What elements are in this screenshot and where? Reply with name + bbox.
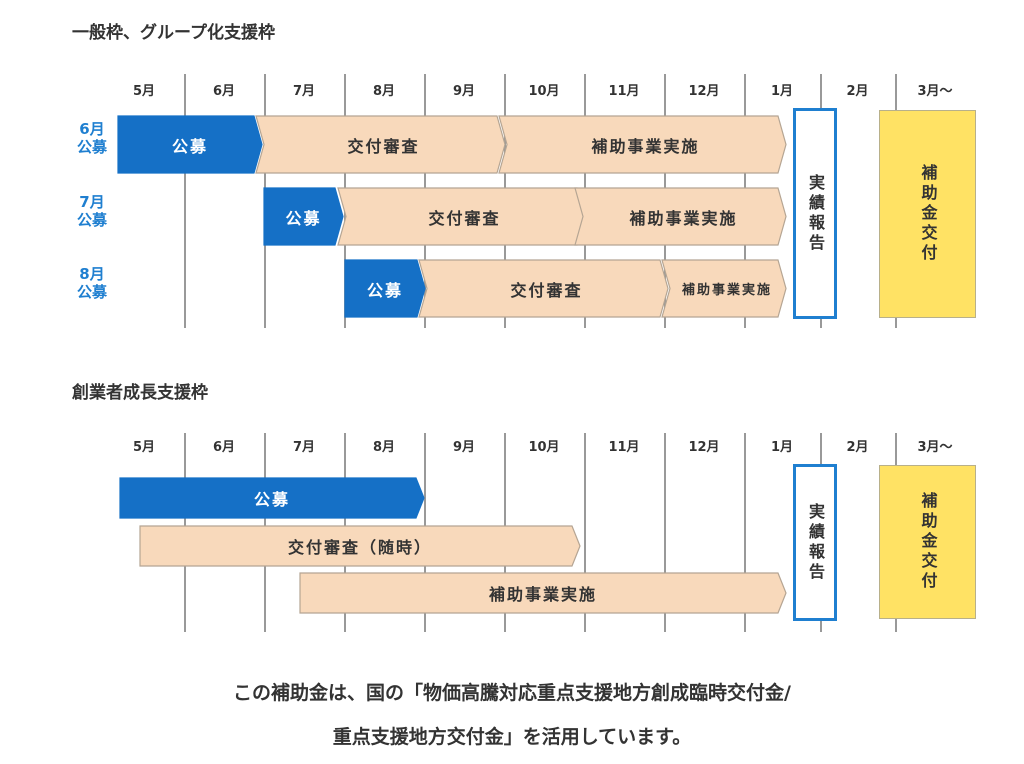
month-label: 12月 (688, 84, 720, 99)
grid-line (184, 74, 186, 328)
row-label: 6月公募 (70, 120, 114, 156)
row-label: 8月公募 (70, 265, 114, 301)
month-label: 6月 (212, 84, 236, 99)
month-label: 10月 (528, 84, 560, 99)
month-label: 3月～ (917, 84, 953, 99)
month-label: 1月 (770, 84, 794, 99)
grant-label: 補助金交付 (918, 164, 938, 264)
month-label: 10月 (528, 440, 560, 455)
grid-line (744, 433, 746, 632)
row-label: 7月公募 (70, 193, 114, 229)
bar-label: 補助事業実施 (629, 208, 738, 228)
bar-arrow-shape (498, 115, 787, 174)
timeline-bar: 補助事業実施 (661, 259, 787, 318)
timeline-bar: 公募 (344, 259, 426, 318)
bar-label: 補助事業実施 (488, 585, 597, 604)
timeline-bar: 補助事業実施 (498, 115, 787, 174)
report-label: 実績報告 (806, 502, 825, 583)
month-label: 1月 (770, 440, 794, 455)
month-label: 5月 (132, 84, 156, 99)
timeline-bar: 公募 (263, 187, 344, 246)
bar-arrow-shape (117, 115, 263, 174)
bar-label: 公募 (253, 490, 290, 509)
timeline-bar: 交付審査（随時） (139, 525, 581, 567)
footer-line-2: 重点支援地方交付金」を活用しています。 (332, 726, 692, 748)
section2-title: 創業者成長支援枠 (72, 383, 208, 403)
bar-label: 公募 (171, 136, 208, 156)
timeline-bar: 公募 (119, 477, 425, 519)
bar-arrow-shape (344, 259, 426, 318)
footer-line-1: この補助金は、国の「物価高騰対応重点支援地方創成臨時交付金/ (233, 682, 791, 704)
bar-label: 補助事業実施 (591, 136, 700, 156)
row-label-kind: 公募 (76, 211, 107, 229)
bar-label: 公募 (285, 208, 322, 228)
month-label: 6月 (212, 440, 236, 455)
timeline-bar: 交付審査 (337, 187, 586, 246)
timeline-bar: 交付審査 (418, 259, 669, 318)
month-label: 8月 (372, 84, 396, 99)
timeline-bar: 公募 (117, 115, 263, 174)
month-label: 11月 (608, 84, 640, 99)
month-label: 9月 (452, 440, 476, 455)
grant-box-section1: 補助金交付 (879, 110, 976, 318)
timeline-bar: 補助事業実施 (574, 187, 787, 246)
row-label-kind: 公募 (76, 283, 107, 301)
month-label: 9月 (452, 84, 476, 99)
report-label: 実績報告 (806, 173, 825, 254)
month-label: 7月 (292, 84, 316, 99)
grid-line (584, 433, 586, 632)
month-label: 8月 (372, 440, 396, 455)
month-label: 5月 (132, 440, 156, 455)
bar-label: 交付審査 (428, 208, 501, 228)
timeline-bar: 補助事業実施 (299, 572, 787, 614)
bar-arrow-shape (119, 477, 425, 519)
month-label: 2月 (846, 84, 869, 99)
month-label: 3月～ (917, 440, 953, 455)
row-label-month: 8月 (79, 265, 105, 283)
bar-arrow-shape (139, 525, 581, 567)
bar-label: 補助事業実施 (681, 283, 772, 298)
row-label-kind: 公募 (76, 138, 107, 156)
report-box-section1: 実績報告 (793, 108, 837, 319)
report-box-section2: 実績報告 (793, 464, 837, 621)
month-label: 2月 (846, 440, 869, 455)
bar-arrow-shape (299, 572, 787, 614)
grid-line (664, 433, 666, 632)
bar-label: 公募 (366, 280, 403, 300)
row-label-month: 6月 (79, 120, 105, 138)
month-label: 11月 (608, 440, 640, 455)
section1-title: 一般枠、グループ化支援枠 (72, 23, 275, 43)
month-label: 7月 (292, 440, 316, 455)
bar-arrow-shape (418, 259, 669, 318)
bar-label: 交付審査 (347, 136, 420, 156)
bar-arrow-shape (661, 259, 787, 318)
grant-label: 補助金交付 (918, 492, 938, 592)
month-label: 12月 (688, 440, 720, 455)
grant-box-section2: 補助金交付 (879, 465, 976, 619)
bar-label: 交付審査（随時） (287, 538, 432, 557)
bar-arrow-shape (574, 187, 787, 246)
row-label-month: 7月 (79, 193, 105, 211)
timeline-bar: 交付審査 (255, 115, 506, 174)
bar-label: 交付審査 (510, 280, 583, 300)
bar-arrow-shape (255, 115, 506, 174)
bar-arrow-shape (263, 187, 344, 246)
